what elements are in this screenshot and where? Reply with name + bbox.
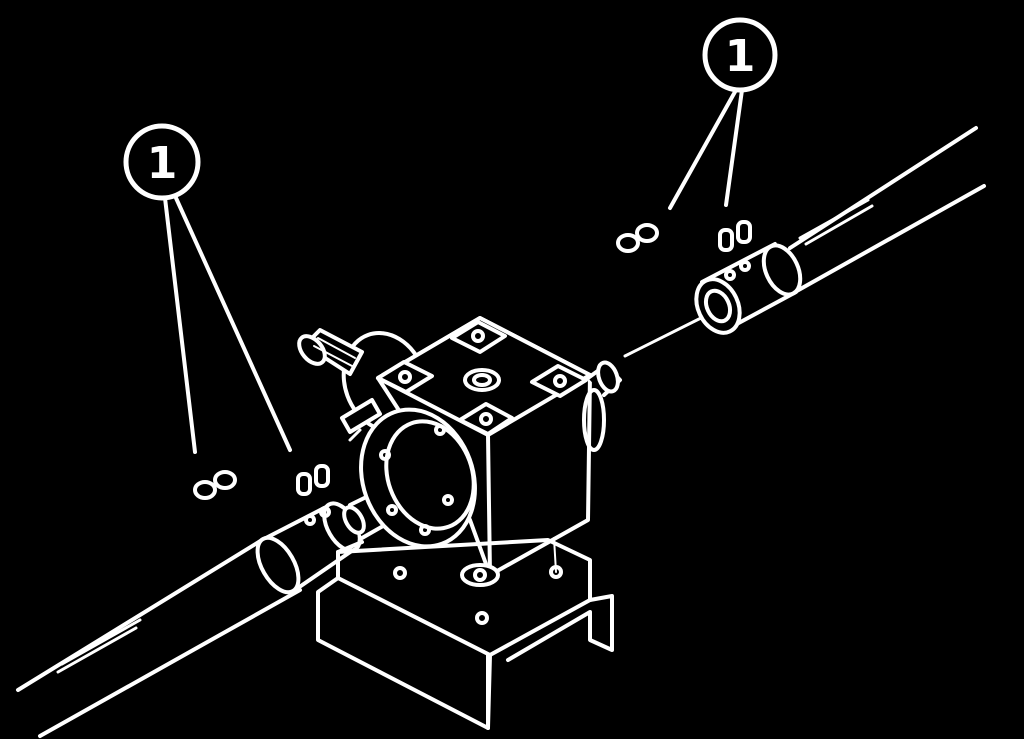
gearbox: [297, 316, 622, 587]
callout-right: 1: [668, 17, 778, 210]
callout-left-circle: [123, 123, 201, 201]
right-coupler: [694, 242, 803, 335]
callout-left-leader-2: [174, 196, 292, 452]
callout-left-leader-1: [163, 196, 197, 454]
callout-right-number: 1: [725, 31, 756, 82]
mounting-bracket: [316, 537, 614, 730]
set-screws-left-horizontal: [193, 470, 237, 500]
callout-right-leader-2: [724, 88, 744, 207]
callout-right-leader-1: [668, 88, 738, 210]
set-screws-left-vertical: [296, 464, 330, 496]
set-screws-right-horizontal: [616, 223, 659, 253]
left-drive-shaft: [16, 538, 302, 738]
right-drive-shaft: [623, 126, 986, 358]
set-screws-right-vertical: [718, 220, 752, 252]
callout-left-number: 1: [147, 138, 178, 189]
callout-left: 1: [123, 123, 292, 454]
